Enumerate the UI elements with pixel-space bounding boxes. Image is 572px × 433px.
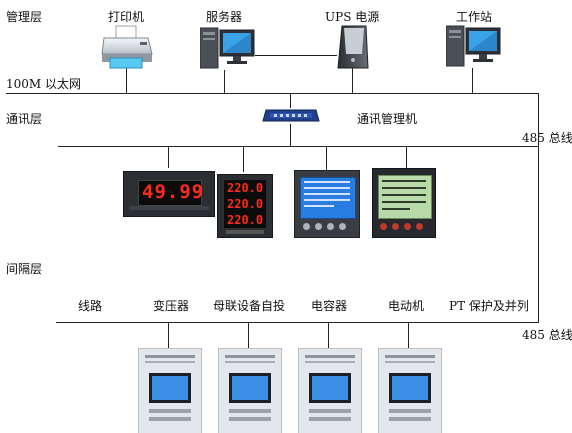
meter-1-drop-line (168, 146, 169, 168)
meter-3-drop-line (326, 146, 327, 170)
workstation-drop-line (472, 68, 473, 93)
server-drop-line (224, 70, 225, 93)
workstation-label: 工作站 (456, 10, 493, 24)
relay-4-drop-line (408, 322, 409, 348)
meter-2-row-3: 220.0 (227, 213, 264, 227)
server-label: 服务器 (206, 10, 243, 24)
printer-drop-line (126, 66, 127, 93)
lower-485-bus-line (56, 322, 538, 323)
right-riser-line (538, 93, 539, 323)
ups-label: UPS 电源 (325, 10, 380, 24)
meter-1-reading: 49.99 (142, 181, 205, 203)
comm-manager-down-line (290, 124, 291, 146)
relay-unit-3 (298, 348, 362, 433)
relay-unit-2 (218, 348, 282, 433)
printer-label: 打印机 (108, 10, 145, 24)
ups-icon (336, 24, 370, 70)
circuit-label-transformer: 变压器 (153, 299, 190, 313)
circuit-label-pt: PT 保护及并列 (449, 299, 529, 313)
workstation-icon (446, 24, 502, 68)
relay-1-drop-line (168, 322, 169, 348)
server-icon (200, 26, 256, 70)
meter-2-row-1: 220.0 (227, 181, 264, 195)
relay-unit-1 (138, 348, 202, 433)
upper-485-bus-label: 485 总线 (522, 131, 572, 145)
upper-485-bus-line (58, 146, 538, 147)
ethernet-label: 100M 以太网 (6, 77, 82, 91)
communication-layer-label: 通讯层 (6, 112, 43, 126)
bay-layer-label: 间隔层 (6, 262, 43, 276)
meter-green-lcd (372, 168, 436, 238)
circuit-label-motor: 电动机 (388, 299, 425, 313)
ethernet-bus-line (6, 93, 538, 94)
circuit-label-bus-tie: 母联设备自投 (213, 299, 286, 313)
ups-drop-line (352, 68, 353, 93)
comm-manager-icon (262, 108, 320, 124)
relay-unit-4 (378, 348, 442, 433)
circuit-label-line: 线路 (78, 299, 103, 313)
lower-485-bus-label: 485 总线 (522, 328, 572, 342)
comm-manager-label: 通讯管理机 (357, 112, 418, 126)
relay-3-drop-line (328, 322, 329, 348)
meter-2-row-2: 220.0 (227, 197, 264, 211)
printer-icon (100, 24, 154, 70)
meter-triple-led: 220.0 220.0 220.0 (217, 174, 273, 238)
meter-2-drop-line (243, 146, 244, 172)
comm-manager-up-line (290, 93, 291, 108)
circuit-label-capacitor: 电容器 (311, 299, 348, 313)
meter-4-drop-line (406, 146, 407, 168)
server-ups-link-line (255, 55, 337, 56)
meter-single-led: 49.99 (123, 171, 215, 217)
relay-2-drop-line (248, 322, 249, 348)
meter-blue-lcd (294, 170, 360, 238)
management-layer-label: 管理层 (6, 10, 43, 24)
